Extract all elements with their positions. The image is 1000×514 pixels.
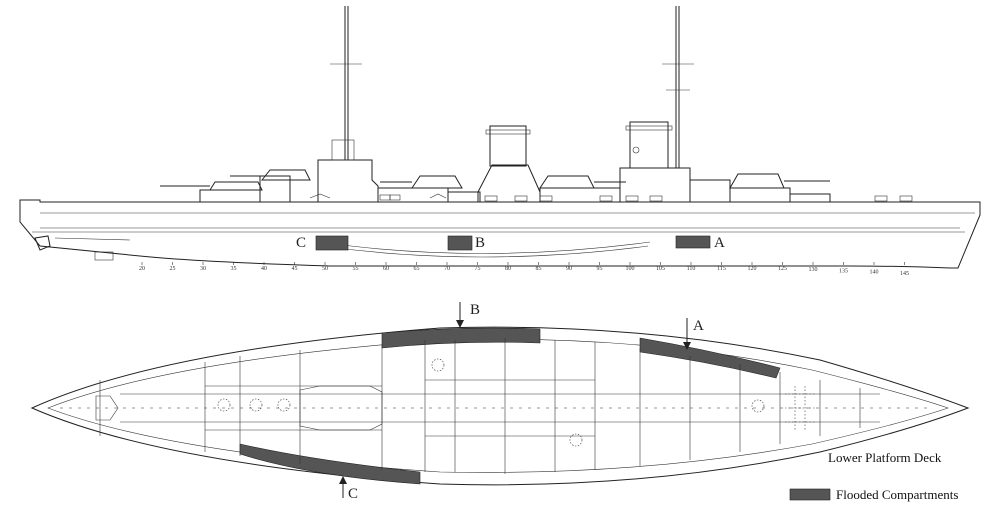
frame-number: 95	[597, 266, 603, 272]
frame-number: 45	[292, 266, 298, 272]
flooded-compartment-b-side	[447, 235, 473, 251]
frame-number: 135	[839, 268, 848, 274]
flooded-strip-upper-fwd	[639, 337, 781, 379]
frame-number: 30	[200, 266, 206, 272]
marker-c-plan: C	[348, 486, 358, 502]
frame-number: 65	[414, 266, 420, 272]
frame-number: 90	[566, 266, 572, 272]
frame-number: 50	[322, 266, 328, 272]
frame-number: 35	[231, 266, 237, 272]
marker-a-side: A	[714, 235, 725, 251]
frame-number: 85	[536, 266, 542, 272]
marker-b-side: B	[475, 235, 485, 251]
deck-plan: B A C Lower Platform Deck Flooded Compar…	[30, 302, 970, 502]
frame-number: 80	[505, 266, 511, 272]
frame-number: 110	[687, 266, 696, 272]
flooded-compartment-c-side	[315, 235, 349, 251]
marker-c-side: C	[296, 235, 306, 251]
frame-number: 25	[170, 266, 176, 272]
frame-number: 140	[870, 270, 879, 276]
marker-a-plan: A	[693, 318, 704, 334]
arrow-c: C	[339, 476, 358, 502]
frame-number: 55	[353, 266, 359, 272]
flooded-strip-lower	[239, 443, 421, 485]
arrow-b: B	[456, 302, 480, 328]
frame-number: 105	[656, 266, 665, 272]
frame-number: 130	[809, 267, 818, 273]
arrow-a: A	[683, 318, 704, 350]
frame-number: 125	[778, 266, 787, 272]
frame-number: 75	[475, 266, 481, 272]
flooded-compartment-a-side	[675, 235, 711, 249]
hull-outline	[19, 199, 981, 269]
flooded-strip-upper-mid	[381, 327, 541, 349]
side-elevation: C B A 20 25 30 35 40 45 50 55 60 65 70 75 80 85 90 95 10…	[19, 6, 981, 277]
frame-number: 70	[444, 266, 450, 272]
frame-number: 115	[717, 266, 726, 272]
marker-b-plan: B	[470, 302, 480, 318]
frame-number: 20	[139, 266, 145, 272]
deck-caption: Lower Platform Deck	[828, 450, 942, 465]
frame-number: 40	[261, 266, 267, 272]
frame-number: 100	[626, 266, 635, 272]
frame-number: 145	[900, 271, 909, 277]
frame-number-scale: 20 25 30 35 40 45 50 55 60 65 70 75 80 85 90 95 100 105 11…	[139, 262, 909, 277]
frame-number: 60	[383, 266, 389, 272]
frame-number: 120	[748, 266, 757, 272]
legend-label: Flooded Compartments	[836, 487, 958, 502]
legend-swatch	[789, 488, 831, 501]
